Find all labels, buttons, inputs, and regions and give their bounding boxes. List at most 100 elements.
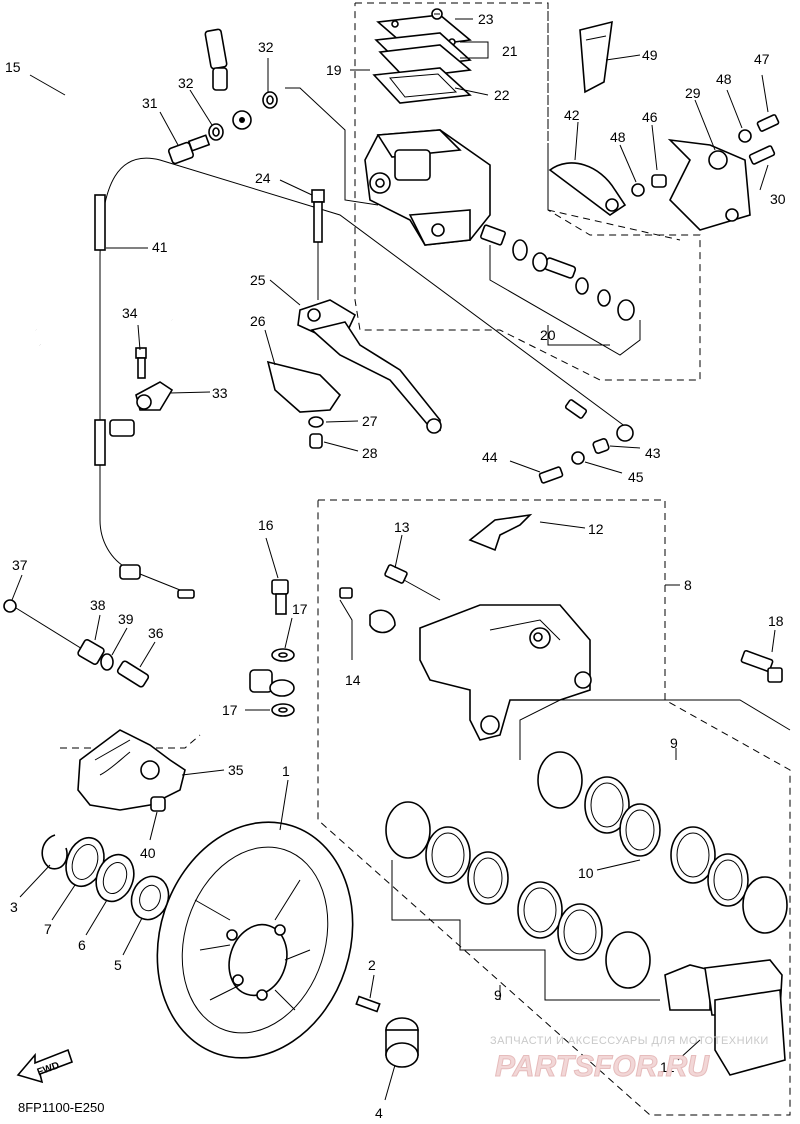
gasket-32-right[interactable] <box>262 91 278 109</box>
piston-seals[interactable] <box>537 751 788 934</box>
bush-40[interactable] <box>150 796 166 812</box>
bleed-cap-14[interactable] <box>339 587 396 634</box>
callout-9-top: 9 <box>670 735 678 751</box>
joint-43[interactable] <box>592 438 610 454</box>
callout-43: 43 <box>645 445 661 461</box>
callout-33: 33 <box>212 385 228 401</box>
leader-lines <box>11 18 791 1101</box>
callout-5: 5 <box>114 957 122 973</box>
gasket-32-left[interactable] <box>208 123 224 141</box>
callout-44: 44 <box>482 449 498 465</box>
brake-pedal-42[interactable] <box>548 162 627 216</box>
key-2[interactable] <box>355 995 381 1013</box>
callout-7: 7 <box>44 921 52 937</box>
washer-5[interactable] <box>126 871 175 925</box>
callout-13: 13 <box>394 519 410 535</box>
callout-26: 26 <box>250 313 266 329</box>
callout-39: 39 <box>118 611 134 627</box>
callout-27: 27 <box>362 413 378 429</box>
bleed-screw-13[interactable] <box>384 564 441 601</box>
callout-17-top: 17 <box>292 601 308 617</box>
cable[interactable] <box>94 157 634 599</box>
master-cylinder[interactable] <box>364 129 491 246</box>
diaphragm-set[interactable] <box>374 32 472 79</box>
callout-34: 34 <box>122 305 138 321</box>
callout-32-right: 32 <box>258 39 274 55</box>
callout-29: 29 <box>685 85 701 101</box>
collar-4[interactable] <box>385 1017 419 1068</box>
callout-46: 46 <box>642 109 658 125</box>
watermark-brand: PARTSFOR.RU <box>495 1050 710 1083</box>
pistons[interactable] <box>385 801 651 989</box>
caliper-assy[interactable] <box>419 604 592 741</box>
callout-35: 35 <box>228 762 244 778</box>
bolt-37[interactable] <box>3 599 101 661</box>
reservoir-screw[interactable] <box>431 8 443 20</box>
master-cylinder-kit[interactable] <box>480 224 641 356</box>
washer-39[interactable] <box>100 653 114 671</box>
bolt-30[interactable] <box>748 145 776 165</box>
callout-19: 19 <box>326 62 342 78</box>
washer-48-left[interactable] <box>631 183 645 197</box>
bolt-44[interactable] <box>538 466 564 484</box>
rear-caliper[interactable] <box>77 729 186 811</box>
washer-48-right[interactable] <box>738 129 752 143</box>
callout-9-bottom: 9 <box>494 987 502 1003</box>
spring-38[interactable] <box>77 639 105 666</box>
bracket-29[interactable] <box>667 138 751 231</box>
callout-41: 41 <box>152 239 168 255</box>
callout-45: 45 <box>628 469 644 485</box>
callout-49: 49 <box>642 47 658 63</box>
diagram-code: 8FP1100-E250 <box>18 1100 105 1115</box>
washer-27[interactable] <box>308 416 324 428</box>
callout-15: 15 <box>5 59 21 75</box>
bolt-18[interactable] <box>740 649 783 683</box>
pad-spring-12[interactable] <box>468 513 533 552</box>
brake-disc[interactable] <box>128 797 383 1084</box>
callout-18: 18 <box>768 613 784 629</box>
label-49[interactable] <box>579 20 613 94</box>
bolt-24[interactable] <box>311 189 325 300</box>
callout-20: 20 <box>540 327 556 343</box>
collar-28[interactable] <box>309 433 323 449</box>
callout-numbers: 15 41 31 32 32 24 25 26 34 33 27 28 19 2… <box>5 11 786 1121</box>
callout-8: 8 <box>684 577 692 593</box>
brake-hose[interactable] <box>26 5 295 697</box>
callout-47: 47 <box>754 51 770 67</box>
fwd-arrow-icon: FWD <box>16 1048 74 1084</box>
collar-36[interactable] <box>116 660 150 688</box>
circlip-3[interactable] <box>41 834 68 870</box>
callout-16: 16 <box>258 517 274 533</box>
diaphragm[interactable] <box>372 67 472 104</box>
callout-10: 10 <box>578 865 594 881</box>
callout-36: 36 <box>148 625 164 641</box>
callout-31: 31 <box>142 95 158 111</box>
callout-23: 23 <box>478 11 494 27</box>
union-bolt-31[interactable] <box>167 134 211 165</box>
clamp-33[interactable] <box>135 381 174 411</box>
callout-24: 24 <box>255 170 271 186</box>
bolt-47[interactable] <box>756 114 780 132</box>
collar-46[interactable] <box>651 174 667 188</box>
gasket-17-bottom[interactable] <box>271 703 295 717</box>
sensor-switch[interactable] <box>171 319 342 413</box>
callout-6: 6 <box>78 937 86 953</box>
callout-37: 37 <box>12 557 28 573</box>
bolt-34[interactable] <box>135 347 147 379</box>
union-bolt-16[interactable] <box>271 579 289 615</box>
callout-48-left: 48 <box>610 129 626 145</box>
callout-25: 25 <box>250 272 266 288</box>
callout-3: 3 <box>10 899 18 915</box>
callout-1: 1 <box>282 763 290 779</box>
callout-12: 12 <box>588 521 604 537</box>
callout-21: 21 <box>502 43 518 59</box>
gasket-17-top[interactable] <box>271 648 295 662</box>
brake-pads[interactable] <box>664 959 786 1076</box>
callout-48-right: 48 <box>716 71 732 87</box>
brake-lever[interactable] <box>310 321 442 434</box>
callout-22: 22 <box>494 87 510 103</box>
washer-45[interactable] <box>571 451 585 465</box>
callout-11: 11 <box>660 1059 675 1075</box>
callout-2: 2 <box>368 957 376 973</box>
